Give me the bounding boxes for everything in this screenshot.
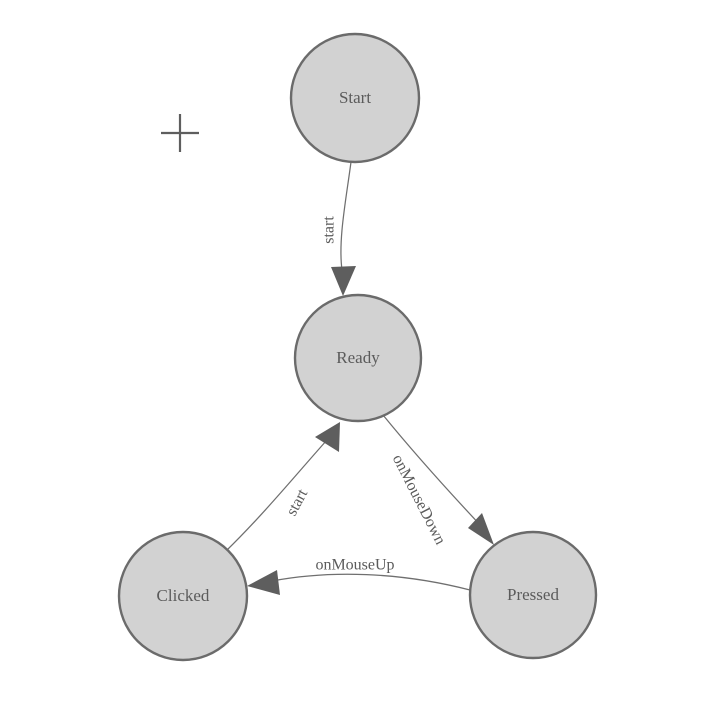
edge-label-pressed-to-clicked: onMouseUp: [315, 557, 394, 574]
edge-ready-to-pressed[interactable]: [382, 414, 494, 545]
edge-pressed-to-clicked-arrowhead: [247, 570, 280, 595]
node-start[interactable]: Start: [289, 32, 421, 164]
edge-label-clicked-to-ready: start: [283, 486, 311, 519]
edge-pressed-to-clicked-path: [271, 573, 471, 591]
edge-clicked-to-ready-arrowhead: [315, 422, 340, 452]
node-pressed[interactable]: Pressed: [468, 530, 598, 660]
edge-label-ready-to-pressed: onMouseDown: [389, 452, 449, 548]
node-ready-circle[interactable]: [293, 293, 423, 423]
edge-start-to-ready[interactable]: [331, 161, 356, 296]
edge-clicked-to-ready-path: [225, 439, 328, 552]
node-clicked-circle[interactable]: [117, 530, 249, 662]
node-pressed-circle[interactable]: [468, 530, 598, 660]
edge-start-to-ready-path: [340, 161, 352, 271]
edge-ready-to-pressed-path: [382, 414, 484, 529]
node-start-circle[interactable]: [289, 32, 421, 164]
edge-clicked-to-ready[interactable]: [225, 422, 340, 552]
crosshair-icon: [161, 114, 199, 152]
edge-label-start-to-ready: start: [321, 216, 338, 244]
edge-ready-to-pressed-arrowhead: [468, 513, 494, 545]
edge-pressed-to-clicked[interactable]: [247, 570, 471, 595]
edge-start-to-ready-arrowhead: [331, 266, 356, 296]
node-clicked[interactable]: Clicked: [117, 530, 249, 662]
node-ready[interactable]: Ready: [293, 293, 423, 423]
